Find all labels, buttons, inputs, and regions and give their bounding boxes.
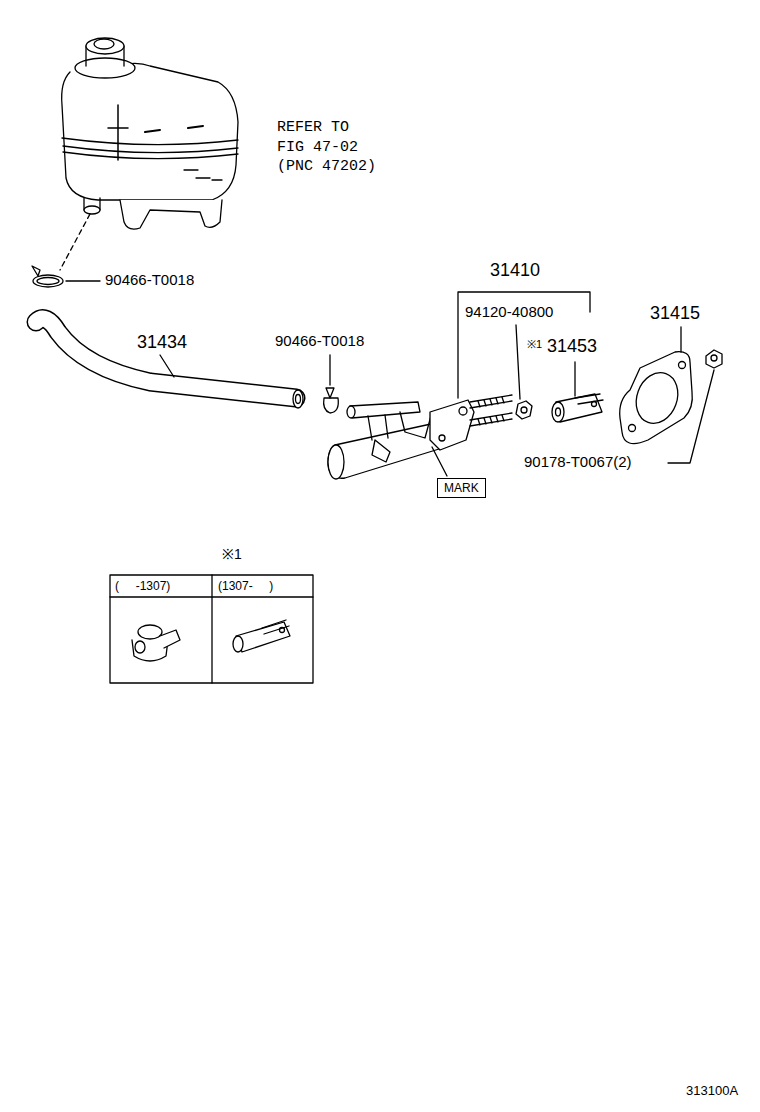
clevis-drawing [552,362,603,422]
footnote-mark: ※1 [222,547,242,562]
clamp-drawing [324,355,339,413]
master-cylinder-drawing [328,395,512,479]
table-cell: ( -1307) [115,580,170,593]
mark-text: MARK [444,481,479,495]
part-number: 31415 [650,304,700,324]
part-number: 90466-T0018 [105,272,194,289]
part-number: 90178-T0067(2) [524,454,632,471]
figure-code: 313100A [686,1084,738,1098]
gasket-drawing [620,327,693,444]
mark-box: MARK [437,478,486,498]
nut-drawing [668,350,722,463]
reference-note: REFER TO FIG 47-02 (PNC 47202) [277,118,381,177]
variant-table [110,575,313,683]
reservoir-drawing [60,38,238,270]
footnote-mark: ※1 [527,338,542,350]
table-cell: (1307- ) [218,580,273,593]
part-number: 94120-40800 [465,304,553,321]
part-number: 31410 [490,261,540,281]
part-number: 31434 [137,333,187,353]
clamp-drawing [32,266,100,287]
part-number: 31453 [547,337,597,357]
hose-drawing [36,319,303,408]
part-number: 90466-T0018 [275,333,364,350]
